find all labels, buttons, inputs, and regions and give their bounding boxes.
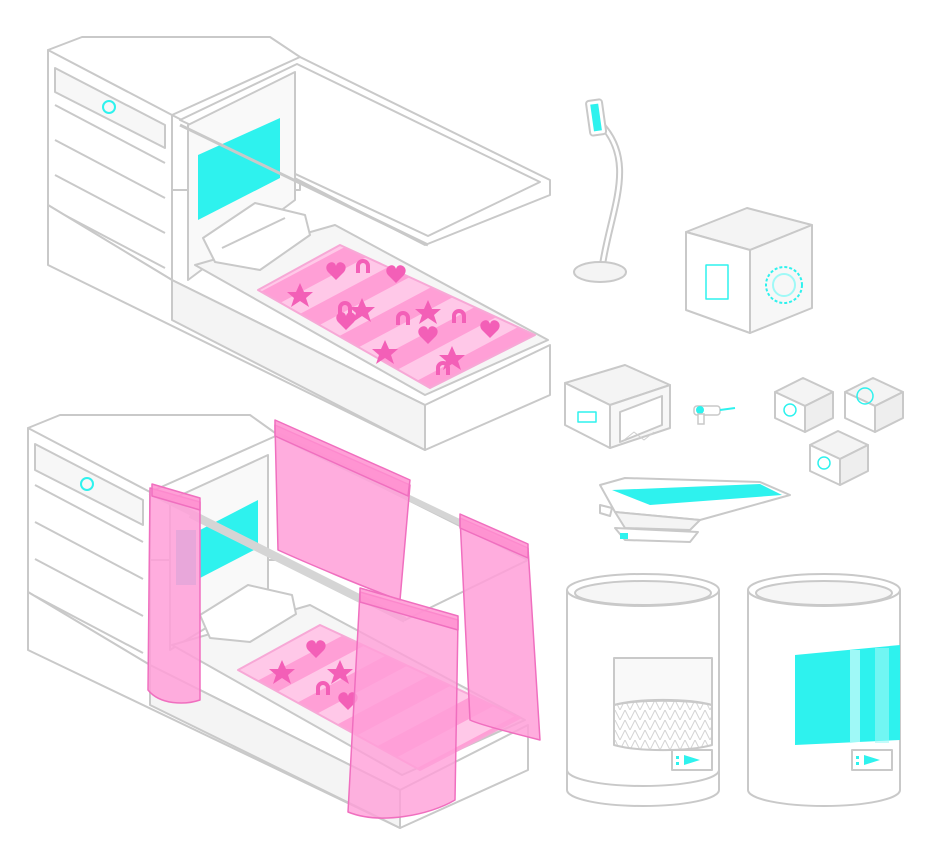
star-icon bbox=[415, 300, 441, 324]
horseshoe-icon bbox=[452, 309, 466, 323]
pod-glass-door bbox=[795, 645, 900, 745]
heart-icon bbox=[326, 262, 346, 280]
window-panel bbox=[200, 500, 258, 578]
play-arrow-icon bbox=[864, 755, 880, 765]
star-icon bbox=[327, 660, 353, 684]
screen-icon bbox=[577, 411, 597, 423]
horseshoe-icon bbox=[316, 681, 330, 695]
horseshoe-icon bbox=[338, 301, 352, 315]
crate-right bbox=[844, 377, 904, 433]
drawer-emblem-icon bbox=[102, 100, 116, 114]
vault-wheel-icon bbox=[765, 266, 803, 304]
ship-canopy bbox=[612, 484, 782, 505]
keypad-icon bbox=[705, 264, 729, 300]
ray-gun bbox=[693, 405, 736, 425]
gooseneck-lamp bbox=[573, 98, 627, 283]
horseshoe-icon bbox=[396, 311, 410, 325]
window-panel bbox=[198, 118, 280, 220]
crate-left bbox=[774, 377, 834, 433]
heart-icon bbox=[338, 692, 358, 710]
horseshoe-icon bbox=[436, 361, 450, 375]
spiral-icon bbox=[856, 387, 874, 405]
open-capsule-pod bbox=[566, 573, 720, 807]
safe-cube bbox=[685, 207, 813, 334]
curtain-front bbox=[347, 587, 459, 819]
horseshoe-icon bbox=[356, 259, 370, 273]
star-icon bbox=[372, 340, 398, 364]
heart-icon bbox=[306, 640, 326, 658]
heart-icon bbox=[480, 320, 500, 338]
play-arrow-icon bbox=[684, 755, 700, 765]
drawer-emblem-icon bbox=[80, 477, 94, 491]
curtain-back-center bbox=[274, 419, 411, 601]
star-icon bbox=[269, 660, 295, 684]
curtain-back-right bbox=[459, 513, 541, 741]
drawer bbox=[54, 67, 166, 149]
hover-spaceship bbox=[599, 477, 791, 543]
gear-icon bbox=[817, 456, 831, 470]
heart-icon bbox=[336, 312, 356, 330]
lamp-light-panel bbox=[590, 103, 602, 132]
curtain-left bbox=[147, 483, 201, 704]
bunk-bed-without-curtains bbox=[47, 36, 551, 451]
closed-capsule-pod bbox=[747, 573, 901, 807]
ray-gun-core-icon bbox=[696, 406, 704, 414]
bedspread-motifs bbox=[287, 259, 500, 375]
drawer bbox=[34, 443, 144, 526]
crate-emblem-icon bbox=[783, 403, 797, 417]
star-icon bbox=[287, 283, 313, 307]
heart-icon bbox=[418, 326, 438, 344]
heart-icon bbox=[386, 265, 406, 283]
small-cubby-box bbox=[564, 364, 671, 449]
star-icon bbox=[349, 298, 375, 322]
bunk-bed-with-curtains bbox=[27, 414, 541, 829]
